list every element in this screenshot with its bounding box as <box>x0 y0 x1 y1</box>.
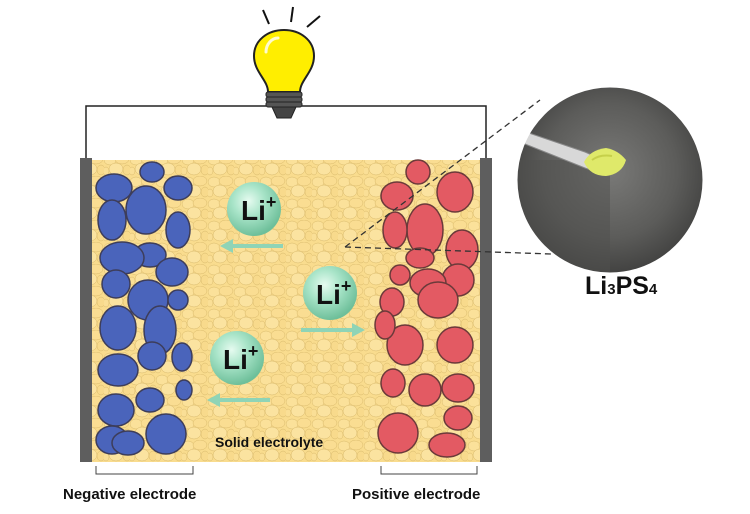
electrode-particle <box>97 199 127 241</box>
electrode-particle <box>417 281 459 319</box>
li-ion-label: Li+ <box>316 276 351 310</box>
negative-current-collector <box>80 158 92 462</box>
electrode-particle <box>97 353 139 387</box>
electrode-particle <box>155 257 189 287</box>
electrode-particle <box>167 289 189 311</box>
electrode-particle <box>97 393 135 427</box>
negative-electrode-particles <box>95 161 193 456</box>
positive-electrode-particles <box>374 159 479 458</box>
electrode-particle <box>137 341 167 371</box>
negative-electrode-label: Negative electrode <box>63 486 197 503</box>
electrode-particle <box>405 247 435 269</box>
positive-current-collector <box>480 158 492 462</box>
circuit-wire <box>85 105 487 158</box>
electrode-particle <box>389 264 411 286</box>
li-ion-label: Li+ <box>241 192 276 226</box>
electrode-particle <box>99 241 145 275</box>
electrode-particle <box>380 181 414 211</box>
electrode-particle <box>125 185 167 235</box>
electrode-particle <box>405 159 431 185</box>
positive-electrode-bracket <box>380 466 478 475</box>
electrode-particle <box>386 324 424 366</box>
li-ion-label: Li+ <box>223 341 258 375</box>
electrode-particle <box>382 211 408 249</box>
li-ion-3: Li+ <box>207 331 270 407</box>
arrow-left-icon <box>220 239 283 253</box>
electrode-particle <box>436 171 474 213</box>
solid-electrolyte-label: Solid electrolyte <box>215 434 324 450</box>
li-ion-2: Li+ <box>301 266 365 337</box>
formula-subscript-3: 3 <box>607 281 616 298</box>
callout-line-upper <box>344 99 541 248</box>
light-bulb-icon <box>252 6 321 119</box>
electrode-particle <box>380 368 406 398</box>
electrode-particle <box>101 269 131 299</box>
electrode-particle <box>135 387 165 413</box>
electrode-particle <box>441 373 475 403</box>
electrode-particle <box>377 412 419 454</box>
li-ion-1: Li+ <box>220 182 283 253</box>
electrode-particle <box>111 430 145 456</box>
electrode-particle <box>171 342 193 372</box>
electrode-particle <box>139 161 165 183</box>
electrode-particle <box>99 305 137 351</box>
electrode-particle <box>163 175 193 201</box>
electrode-particle <box>175 379 193 401</box>
positive-electrode-label: Positive electrode <box>352 486 481 503</box>
electrode-particle <box>374 310 396 340</box>
arrow-left-icon <box>207 393 270 407</box>
electrode-particle <box>436 326 474 364</box>
material-formula: Li3PS4 <box>585 272 657 301</box>
formula-ps: PS <box>615 272 649 300</box>
formula-subscript-4: 4 <box>648 281 658 298</box>
electrode-particle <box>145 413 187 455</box>
negative-electrode-bracket <box>95 466 194 475</box>
electrode-particle <box>408 373 442 407</box>
electrode-particle <box>428 432 466 458</box>
electrode-particle <box>165 211 191 249</box>
electrode-particle <box>443 405 473 431</box>
formula-li: Li <box>585 272 608 300</box>
arrow-right-icon <box>301 323 365 337</box>
electrode-particle <box>95 173 133 203</box>
material-photo-inset <box>517 87 703 273</box>
